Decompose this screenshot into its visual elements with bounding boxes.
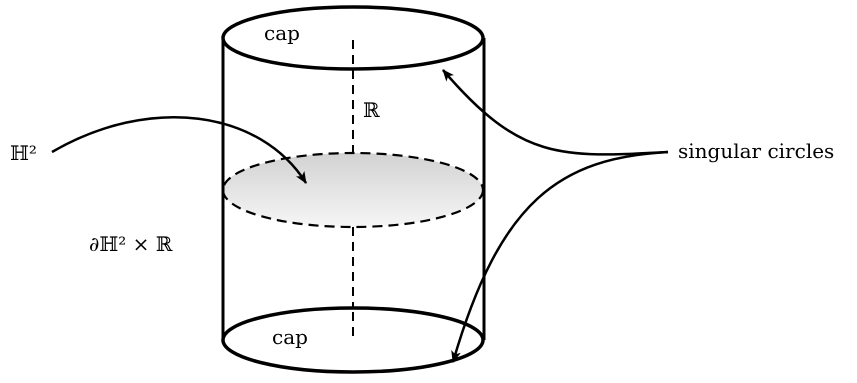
singular-circle-arrow-top (442, 69, 669, 156)
singular-circles-label: singular circles (678, 139, 834, 163)
singular-circle-arrow-bottom (451, 150, 669, 363)
axis-label: ℝ (363, 98, 380, 122)
bottom-cap-label: cap (272, 325, 308, 349)
top-cap-label: cap (264, 21, 300, 45)
hyperbolic-plane-label: ℍ² (10, 141, 37, 165)
hyperbolic-plane-arrow (51, 116, 308, 184)
hyperbolic-disk (221, 151, 485, 229)
boundary-product-label: ∂ℍ² × ℝ (89, 232, 173, 256)
top-cap-circle (221, 5, 485, 71)
bottom-cap-circle (221, 306, 485, 374)
